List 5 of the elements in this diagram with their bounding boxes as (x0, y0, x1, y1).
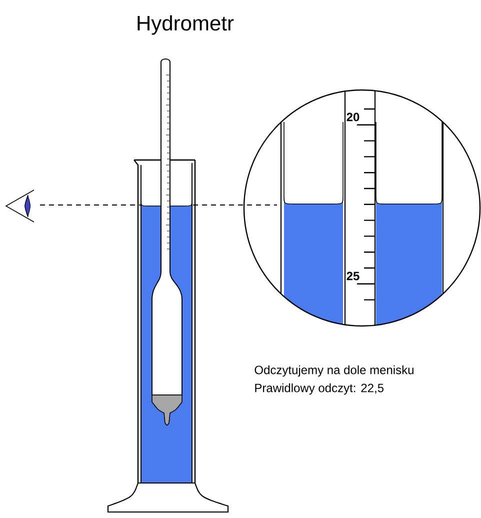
scale-number: 25 (346, 272, 360, 280)
scale-number: 20 (346, 112, 360, 122)
note-text: Prawidlowy odczyt: 22,5 (255, 383, 384, 395)
note-text: Odczytujemy na dole menisku (254, 365, 414, 377)
title: Hydrometr (138, 15, 234, 35)
